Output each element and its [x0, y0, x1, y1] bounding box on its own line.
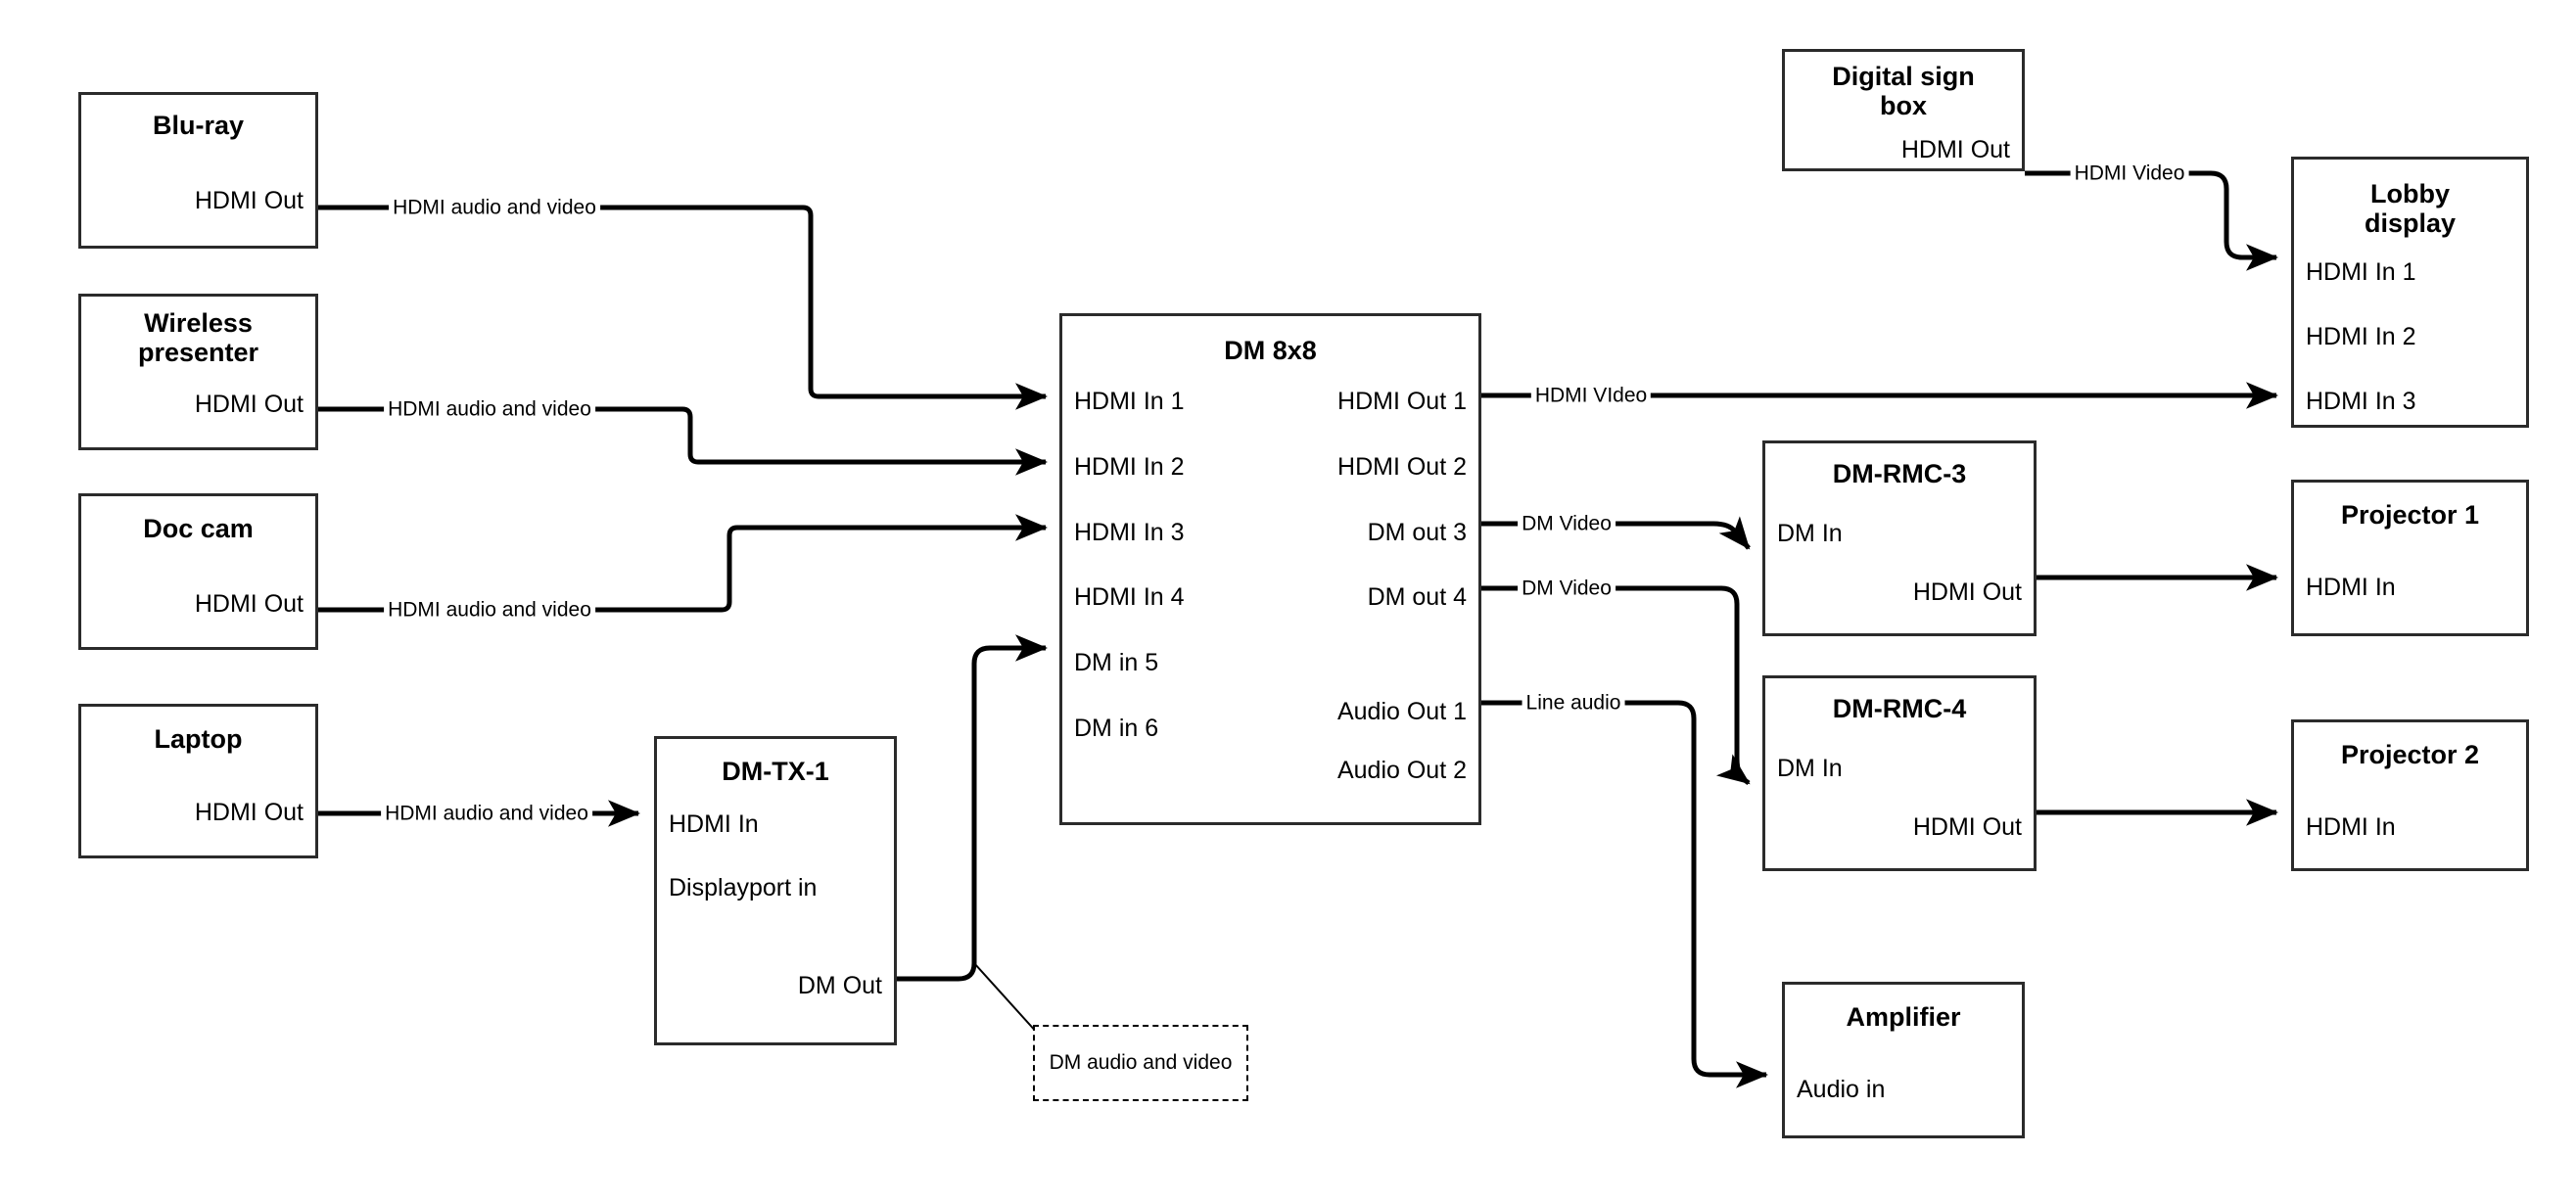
port-dm-tx-1-1[interactable]: Displayport in — [669, 874, 818, 901]
port-lobby-display-0[interactable]: HDMI In 1 — [2306, 258, 2416, 286]
callout-leader-line — [973, 962, 1039, 1035]
port-amplifier-0[interactable]: Audio in — [1797, 1076, 1886, 1103]
wire-label-dm-out-4-to-rmc-4: DM Video — [1518, 577, 1616, 599]
port-dm-8x8-10[interactable]: Audio Out 1 — [1336, 698, 1467, 725]
device-box-dm-rmc-3[interactable]: DM-RMC-3 DM In HDMI Out — [1762, 440, 2037, 636]
port-dm-8x8-11[interactable]: Audio Out 2 — [1336, 757, 1467, 784]
wire-label-presenter-to-dm-in-2: HDMI audio and video — [384, 398, 595, 420]
device-title-doc-cam: Doc cam — [143, 514, 254, 543]
wire-label-audio-out-1-to-amp: Line audio — [1522, 692, 1625, 714]
port-bluray-0[interactable]: HDMI Out — [194, 187, 304, 214]
wire-label-laptop-to-tx-hdmi-in: HDMI audio and video — [381, 803, 592, 824]
port-dm-8x8-3[interactable]: HDMI In 4 — [1074, 583, 1185, 611]
device-title-dm-tx-1: DM-TX-1 — [722, 757, 829, 786]
port-dm-rmc-3-1[interactable]: HDMI Out — [1912, 578, 2022, 606]
device-title-projector-1: Projector 1 — [2340, 500, 2480, 530]
port-laptop-0[interactable]: HDMI Out — [194, 799, 304, 826]
port-dm-8x8-4[interactable]: DM in 5 — [1074, 649, 1159, 676]
port-dm-tx-1-2[interactable]: DM Out — [797, 972, 882, 999]
device-box-projector-2[interactable]: Projector 2 HDMI In — [2291, 719, 2529, 871]
device-title-dm-rmc-3: DM-RMC-3 — [1832, 459, 1967, 488]
wire-bluray-to-dm-in-1 — [318, 205, 1049, 410]
device-box-projector-1[interactable]: Projector 1 HDMI In — [2291, 480, 2529, 636]
port-dm-8x8-9[interactable]: DM out 4 — [1367, 583, 1467, 611]
device-title-dm-8x8: DM 8x8 — [1224, 336, 1317, 365]
device-box-dm-rmc-4[interactable]: DM-RMC-4 DM In HDMI Out — [1762, 675, 2037, 871]
wire-sign-box-to-lobby-1 — [2025, 170, 2279, 271]
port-dm-8x8-1[interactable]: HDMI In 2 — [1074, 453, 1185, 481]
port-dm-8x8-0[interactable]: HDMI In 1 — [1074, 388, 1185, 415]
port-dm-8x8-8[interactable]: DM out 3 — [1367, 519, 1467, 546]
port-lobby-display-2[interactable]: HDMI In 3 — [2306, 388, 2416, 415]
port-dm-rmc-4-1[interactable]: HDMI Out — [1912, 813, 2022, 841]
port-projector-1-0[interactable]: HDMI In — [2306, 574, 2396, 601]
wire-label-sign-box-to-lobby-1: HDMI Video — [2070, 162, 2189, 184]
port-doc-cam-0[interactable]: HDMI Out — [194, 590, 304, 618]
device-title-dm-rmc-4: DM-RMC-4 — [1832, 694, 1967, 723]
port-digital-sign-box-0[interactable]: HDMI Out — [1900, 136, 2010, 163]
wire-label-hdmi-out-1-to-lobby-3: HDMI VIdeo — [1530, 385, 1652, 406]
device-title-laptop: Laptop — [154, 724, 243, 754]
wire-doccam-to-dm-in-3 — [318, 514, 1049, 613]
device-title-bluray: Blu-ray — [152, 111, 245, 140]
wire-audio-out-1-to-amp — [1481, 700, 1769, 1088]
port-dm-8x8-6[interactable]: HDMI Out 1 — [1337, 388, 1467, 415]
port-projector-2-0[interactable]: HDMI In — [2306, 813, 2396, 841]
port-dm-rmc-4-0[interactable]: DM In — [1777, 755, 1843, 782]
port-dm-tx-1-0[interactable]: HDMI In — [669, 810, 759, 838]
wire-dm-out-4-to-rmc-4 — [1481, 585, 1751, 785]
port-dm-8x8-5[interactable]: DM in 6 — [1074, 715, 1159, 742]
port-dm-8x8-7[interactable]: HDMI Out 2 — [1337, 453, 1467, 481]
port-dm-rmc-3-0[interactable]: DM In — [1777, 520, 1843, 547]
port-lobby-display-1[interactable]: HDMI In 2 — [2306, 323, 2416, 350]
wire-tx-dmout-to-dm-in-5 — [897, 634, 1049, 982]
device-title-amplifier: Amplifier — [1846, 1002, 1961, 1032]
callout-dm-audio-video-note: DM audio and video — [1033, 1025, 1248, 1101]
port-dm-8x8-2[interactable]: HDMI In 3 — [1074, 519, 1185, 546]
port-wireless-presenter-0[interactable]: HDMI Out — [194, 391, 304, 418]
wire-label-bluray-to-dm-in-1: HDMI audio and video — [389, 197, 600, 218]
device-title-projector-2: Projector 2 — [2340, 740, 2480, 769]
leader-line — [973, 962, 1039, 1035]
wire-label-dm-out-3-to-rmc-3: DM Video — [1518, 513, 1616, 534]
wire-label-doccam-to-dm-in-3: HDMI audio and video — [384, 599, 595, 621]
